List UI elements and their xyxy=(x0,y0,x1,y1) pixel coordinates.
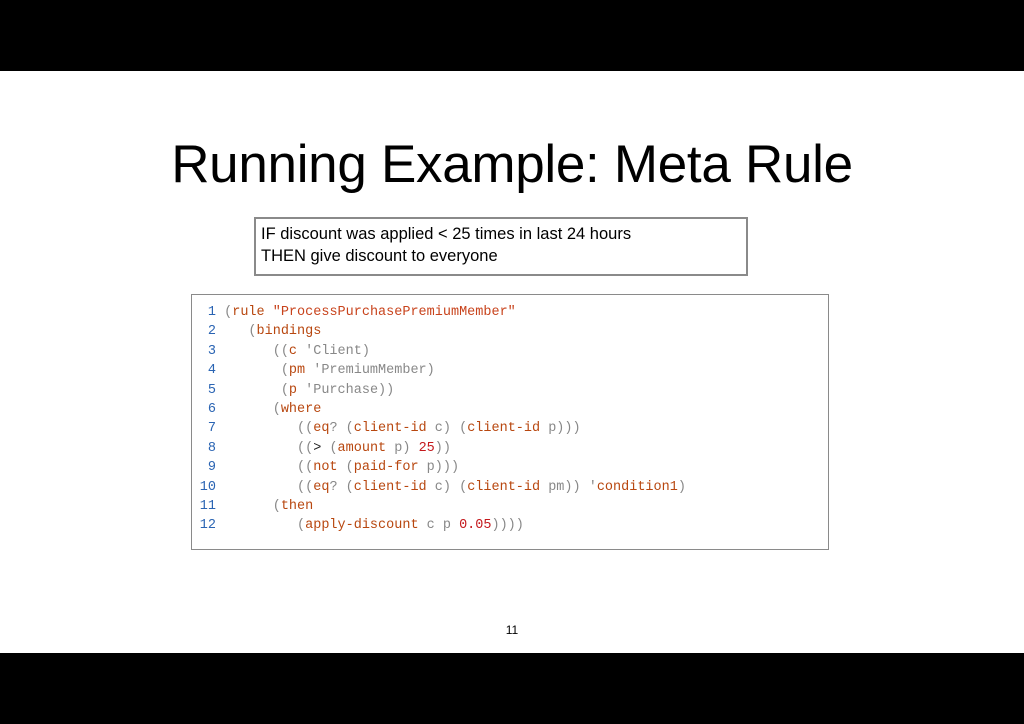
code-token: ) xyxy=(677,479,686,495)
line-number: 7 xyxy=(207,421,216,437)
code-token: client-id xyxy=(467,479,541,495)
page-number: 11 xyxy=(505,623,519,637)
code-token: 'Client) xyxy=(297,343,370,359)
code-token: ( xyxy=(224,518,306,534)
code-token: ( xyxy=(224,498,281,514)
line-number: 1 xyxy=(207,305,216,320)
code-token: bindings xyxy=(256,324,322,340)
code-text: (where xyxy=(224,400,322,419)
code-token: eq xyxy=(313,421,330,437)
code-token: )) xyxy=(434,440,451,456)
line-number: 8 xyxy=(207,440,216,456)
code-token: c xyxy=(288,343,298,359)
code-token: pm xyxy=(288,363,306,379)
code-text: (rule "ProcessPurchasePremiumMember" xyxy=(224,303,516,322)
code-text: (pm 'PremiumMember) xyxy=(224,361,435,380)
code-line: 3 ((c 'Client) xyxy=(192,342,686,361)
code-token: p) xyxy=(386,440,419,456)
code-text: (then xyxy=(224,497,314,516)
code-token: rule xyxy=(232,305,265,320)
code-token: > xyxy=(313,440,322,456)
code-line: 10 ((eq? (client-id c) (client-id pm)) '… xyxy=(192,478,686,497)
code-token: c) ( xyxy=(426,421,468,437)
code-line: 5 (p 'Purchase)) xyxy=(192,381,686,400)
line-number: 5 xyxy=(207,382,216,398)
code-token: 0.05 xyxy=(459,518,492,534)
letterbox-bottom xyxy=(0,653,1024,724)
code-token: (( xyxy=(224,421,314,437)
code-token: (( xyxy=(224,440,314,456)
code-token: )))) xyxy=(491,518,524,534)
code-token: client-id xyxy=(467,421,541,437)
code-token: ( xyxy=(337,460,354,476)
line-number: 12 xyxy=(199,518,216,534)
code-text: ((eq? (client-id c) (client-id pm)) 'con… xyxy=(224,478,686,497)
code-line: 4 (pm 'PremiumMember) xyxy=(192,361,686,380)
code-text: ((eq? (client-id c) (client-id p))) xyxy=(224,419,581,438)
code-token: ( xyxy=(224,382,289,398)
code-token: 25 xyxy=(418,440,435,456)
code-token: (( xyxy=(224,343,289,359)
code-token: client-id xyxy=(353,421,427,437)
code-text: (bindings xyxy=(224,322,321,341)
code-text: ((c 'Client) xyxy=(224,342,370,361)
code-line: 6 (where xyxy=(192,400,686,419)
code-token: 'Purchase)) xyxy=(297,382,395,398)
code-token: (( xyxy=(224,479,314,495)
letterbox-top xyxy=(0,0,1024,71)
rule-if-line: IF discount was applied < 25 times in la… xyxy=(261,225,632,243)
line-number: 2 xyxy=(207,324,216,340)
code-line: 9 ((not (paid-for p))) xyxy=(192,458,686,477)
code-line: 12 (apply-discount c p 0.05)))) xyxy=(192,516,686,535)
code-text: (apply-discount c p 0.05)))) xyxy=(224,516,524,535)
code-token: where xyxy=(280,401,322,417)
code-token: c) ( xyxy=(426,479,468,495)
slide: Running Example: Meta Rule IF discount w… xyxy=(0,71,1024,653)
rule-then-line: THEN give discount to everyone xyxy=(261,247,498,265)
code-token: client-id xyxy=(353,479,427,495)
line-number: 9 xyxy=(207,460,216,476)
code-token: ( xyxy=(224,363,289,379)
code-token: pm)) ' xyxy=(540,479,597,495)
code-token: condition1 xyxy=(596,479,678,495)
code-token: ( xyxy=(321,440,338,456)
line-number: 11 xyxy=(199,498,216,514)
rule-summary-box: IF discount was applied < 25 times in la… xyxy=(254,217,748,276)
code-line: 7 ((eq? (client-id c) (client-id p))) xyxy=(192,419,686,438)
code-token: p xyxy=(288,382,298,398)
code-token: ? ( xyxy=(329,479,354,495)
code-token xyxy=(265,305,273,320)
code-text: ((> (amount p) 25)) xyxy=(224,439,451,458)
code-token: then xyxy=(280,498,314,514)
code-token: ( xyxy=(224,401,281,417)
code-token: ? ( xyxy=(329,421,354,437)
code-token: paid-for xyxy=(353,460,419,476)
line-number: 4 xyxy=(207,363,216,379)
code-token: c p xyxy=(418,518,460,534)
code-token: (( xyxy=(224,460,314,476)
code-token: apply-discount xyxy=(305,518,419,534)
code-line: 8 ((> (amount p) 25)) xyxy=(192,439,686,458)
code-token: eq xyxy=(313,479,330,495)
code-token: "ProcessPurchasePremiumMember" xyxy=(272,305,516,320)
code-token: amount xyxy=(337,440,387,456)
code-token: 'PremiumMember) xyxy=(305,363,435,379)
code-token: ( xyxy=(224,305,233,320)
code-token: not xyxy=(313,460,338,476)
code-listing: 1 (rule "ProcessPurchasePremiumMember"2 … xyxy=(191,294,829,550)
code-lines: 1 (rule "ProcessPurchasePremiumMember"2 … xyxy=(192,303,686,536)
code-line: 2 (bindings xyxy=(192,322,686,341)
line-number: 6 xyxy=(207,401,216,417)
code-text: ((not (paid-for p))) xyxy=(224,458,459,477)
code-token: p))) xyxy=(540,421,581,437)
code-text: (p 'Purchase)) xyxy=(224,381,394,400)
code-line: 11 (then xyxy=(192,497,686,516)
code-line: 1 (rule "ProcessPurchasePremiumMember" xyxy=(192,303,686,322)
code-token: p))) xyxy=(418,460,460,476)
line-number: 10 xyxy=(199,479,216,495)
slide-title: Running Example: Meta Rule xyxy=(171,135,853,194)
line-number: 3 xyxy=(207,343,216,359)
code-token: ( xyxy=(224,324,257,340)
